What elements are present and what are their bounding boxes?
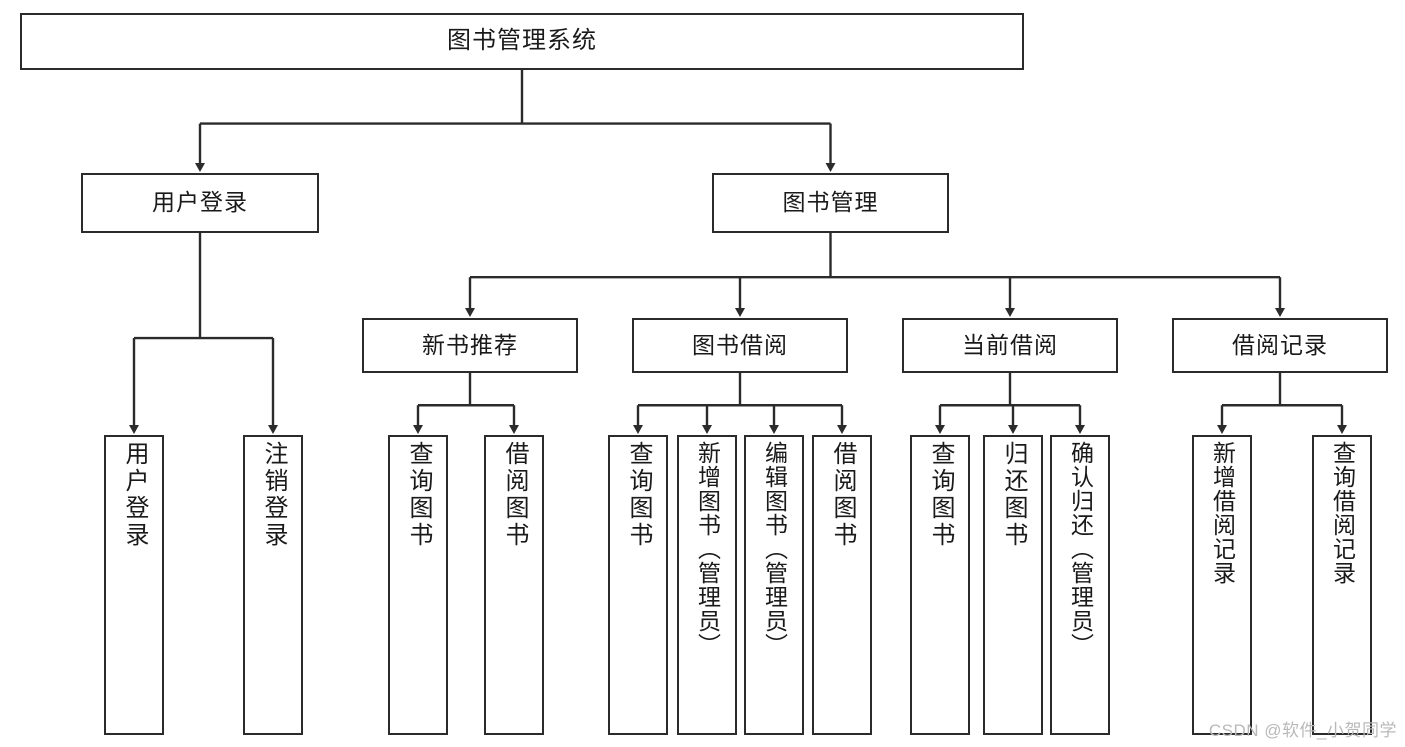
node-current[interactable]: 当前借阅: [902, 318, 1118, 373]
node-label: 归还图书: [1000, 441, 1027, 549]
node-records[interactable]: 借阅记录: [1172, 318, 1388, 373]
node-leaf-9[interactable]: 查询图书: [910, 435, 970, 735]
node-leaf-12[interactable]: 新增借阅记录: [1192, 435, 1252, 735]
node-leaf-6[interactable]: 新增图书（管理员）: [677, 435, 737, 735]
node-label: 图书借阅: [692, 331, 788, 358]
node-leaf-7[interactable]: 编辑图书（管理员）: [744, 435, 804, 735]
node-bookmgmt[interactable]: 图书管理: [712, 173, 949, 233]
node-leaf-11[interactable]: 确认归还（管理员）: [1050, 435, 1110, 735]
node-label: 用户登录: [152, 189, 248, 216]
node-borrow[interactable]: 图书借阅: [632, 318, 848, 373]
node-label: 用户登录: [121, 441, 148, 549]
node-leaf-10[interactable]: 归还图书: [983, 435, 1043, 735]
node-label: 新增图书（管理员）: [694, 441, 721, 657]
node-label: 图书管理系统: [447, 27, 597, 55]
csdn-watermark: CSDN @软件_小贺同学: [1208, 721, 1397, 740]
node-newbook[interactable]: 新书推荐: [362, 318, 578, 373]
node-label: 图书管理: [782, 189, 879, 216]
node-leaf-5[interactable]: 查询图书: [608, 435, 668, 735]
node-label: 借阅图书: [501, 441, 528, 549]
node-leaf-1[interactable]: 用户登录: [104, 435, 164, 735]
node-label: 借阅图书: [829, 441, 856, 549]
node-leaf-3[interactable]: 查询图书: [388, 435, 448, 735]
node-leaf-4[interactable]: 借阅图书: [484, 435, 544, 735]
node-label: 确认归还（管理员）: [1067, 441, 1094, 657]
node-label: 编辑图书（管理员）: [761, 441, 788, 657]
node-label: 查询图书: [625, 441, 652, 549]
node-label: 注销登录: [260, 441, 287, 549]
node-label: 查询借阅记录: [1329, 441, 1356, 585]
node-login[interactable]: 用户登录: [81, 173, 319, 233]
node-label: 当前借阅: [962, 331, 1058, 358]
node-label: 新书推荐: [422, 331, 518, 358]
node-label: 借阅记录: [1232, 331, 1328, 358]
node-leaf-2[interactable]: 注销登录: [243, 435, 303, 735]
node-root[interactable]: 图书管理系统: [20, 13, 1024, 70]
node-label: 查询图书: [405, 441, 432, 549]
node-label: 查询图书: [927, 441, 954, 549]
node-leaf-8[interactable]: 借阅图书: [812, 435, 872, 735]
node-label: 新增借阅记录: [1209, 441, 1236, 585]
node-leaf-13[interactable]: 查询借阅记录: [1312, 435, 1372, 735]
